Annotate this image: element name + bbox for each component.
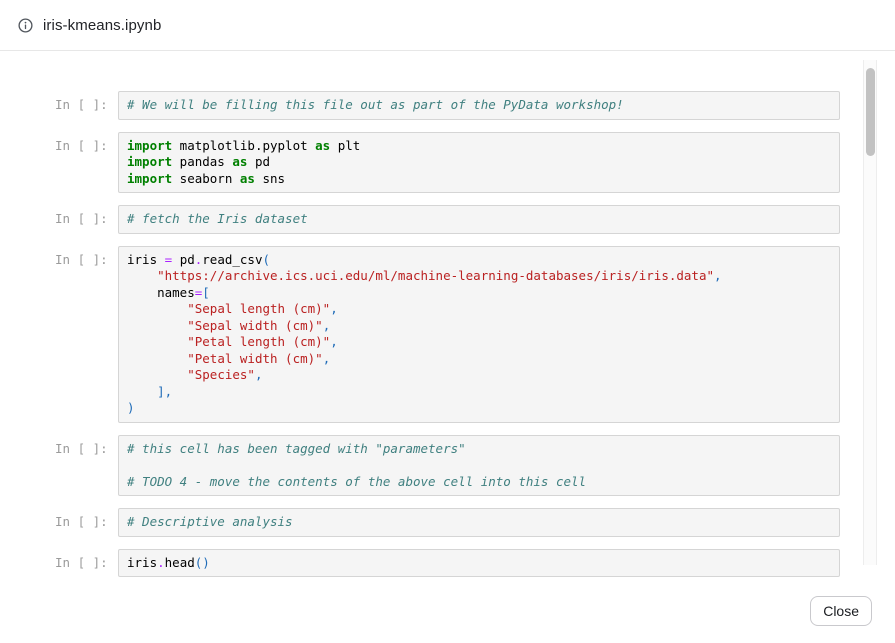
notebook-cells: In [ ]: # We will be filling this file ou… bbox=[55, 91, 840, 577]
cell-prompt: In [ ]: bbox=[55, 205, 105, 226]
code-line: # We will be filling this file out as pa… bbox=[127, 97, 831, 114]
code-line: # fetch the Iris dataset bbox=[127, 211, 831, 228]
code-line: import seaborn as sns bbox=[127, 171, 831, 188]
code-line: "Sepal length (cm)", bbox=[127, 301, 831, 318]
info-icon[interactable] bbox=[18, 18, 33, 33]
notebook-cell: In [ ]: # fetch the Iris dataset bbox=[55, 205, 840, 234]
code-line: "https://archive.ics.uci.edu/ml/machine-… bbox=[127, 268, 831, 285]
header-bar: iris-kmeans.ipynb bbox=[0, 0, 895, 51]
notebook-scroll-area: In [ ]: # We will be filling this file ou… bbox=[0, 52, 895, 580]
code-line: "Petal length (cm)", bbox=[127, 334, 831, 351]
code-line: "Sepal width (cm)", bbox=[127, 318, 831, 335]
notebook-cell: In [ ]: # this cell has been tagged with … bbox=[55, 435, 840, 497]
code-line: iris = pd.read_csv( bbox=[127, 252, 831, 269]
code-line: # this cell has been tagged with "parame… bbox=[127, 441, 831, 458]
code-cell: # We will be filling this file out as pa… bbox=[118, 91, 840, 120]
code-cell: iris.head() bbox=[118, 549, 840, 578]
code-cell: iris = pd.read_csv( "https://archive.ics… bbox=[118, 246, 840, 423]
notebook-cell: In [ ]:import matplotlib.pyplot as pltim… bbox=[55, 132, 840, 194]
cell-prompt: In [ ]: bbox=[55, 132, 105, 153]
cell-prompt: In [ ]: bbox=[55, 91, 105, 112]
code-line: iris.head() bbox=[127, 555, 831, 572]
code-cell: # Descriptive analysis bbox=[118, 508, 840, 537]
cell-prompt: In [ ]: bbox=[55, 549, 105, 570]
notebook-cell: In [ ]: # We will be filling this file ou… bbox=[55, 91, 840, 120]
cell-prompt: In [ ]: bbox=[55, 508, 105, 529]
code-line: # Descriptive analysis bbox=[127, 514, 831, 531]
vertical-scrollbar-thumb[interactable] bbox=[866, 68, 875, 156]
close-button[interactable]: Close bbox=[810, 596, 872, 626]
code-line: names=[ bbox=[127, 285, 831, 302]
code-line: "Petal width (cm)", bbox=[127, 351, 831, 368]
code-line: import pandas as pd bbox=[127, 154, 831, 171]
notebook-cell: In [ ]: iris.head() bbox=[55, 549, 840, 578]
code-line: # TODO 4 - move the contents of the abov… bbox=[127, 474, 831, 491]
code-line: ], bbox=[127, 384, 831, 401]
cell-prompt: In [ ]: bbox=[55, 435, 105, 456]
code-cell: # fetch the Iris dataset bbox=[118, 205, 840, 234]
vertical-scrollbar-track[interactable] bbox=[863, 60, 877, 565]
cell-prompt: In [ ]: bbox=[55, 246, 105, 267]
notebook-cell: In [ ]: # Descriptive analysis bbox=[55, 508, 840, 537]
file-title: iris-kmeans.ipynb bbox=[43, 17, 161, 34]
code-line: import matplotlib.pyplot as plt bbox=[127, 138, 831, 155]
notebook-cell: In [ ]: iris = pd.read_csv( "https://arch… bbox=[55, 246, 840, 423]
code-line: "Species", bbox=[127, 367, 831, 384]
code-line bbox=[127, 457, 831, 474]
code-cell: import matplotlib.pyplot as pltimport pa… bbox=[118, 132, 840, 194]
code-line: ) bbox=[127, 400, 831, 417]
code-cell: # this cell has been tagged with "parame… bbox=[118, 435, 840, 497]
